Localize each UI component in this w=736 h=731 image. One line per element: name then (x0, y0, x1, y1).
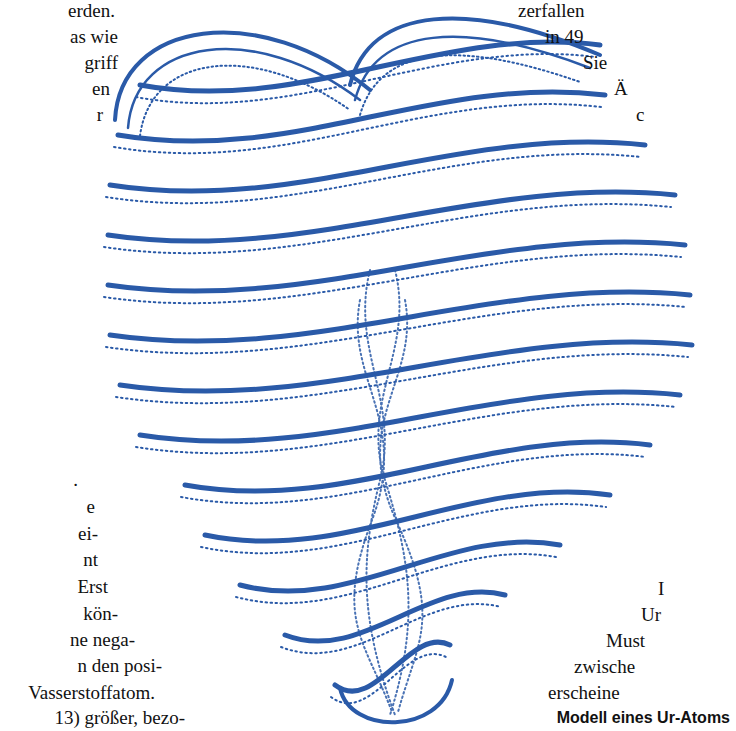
text-fragment: in 49 (545, 26, 584, 48)
text-fragment: . (73, 469, 78, 491)
text-fragment: I (658, 578, 664, 600)
text-fragment: 13) größer, bezo- (54, 707, 185, 729)
text-fragment: r (97, 104, 103, 126)
text-fragment: e (87, 496, 95, 518)
text-fragment: as wie (70, 26, 118, 48)
text-fragment: Must (606, 630, 645, 652)
text-fragment: c (636, 104, 644, 126)
text-fragment: Ur (641, 604, 661, 626)
text-fragment: n den posi- (78, 655, 162, 677)
text-fragment: zerfallen (518, 0, 584, 22)
text-fragment: Ä (614, 78, 628, 100)
text-fragment: erscheine (548, 682, 620, 704)
figure-caption: Modell eines Ur-Atoms (557, 708, 730, 728)
text-fragment: griff (85, 52, 118, 74)
rear-bands (104, 54, 688, 703)
text-fragment: ei- (78, 523, 98, 545)
text-fragment: erden. (68, 0, 115, 22)
text-fragment: zwische (574, 656, 635, 678)
text-fragment: Vasserstoffatom. (28, 682, 155, 704)
text-fragment: nt (83, 549, 98, 571)
front-bands (108, 42, 692, 691)
text-fragment: kön- (83, 603, 118, 625)
text-fragment: en (92, 78, 110, 100)
text-fragment: Erst (77, 576, 108, 598)
top-lobes (115, 19, 600, 136)
bottom-loop (340, 680, 452, 722)
text-fragment: Sie (583, 52, 607, 74)
text-fragment: ne nega- (70, 629, 135, 651)
